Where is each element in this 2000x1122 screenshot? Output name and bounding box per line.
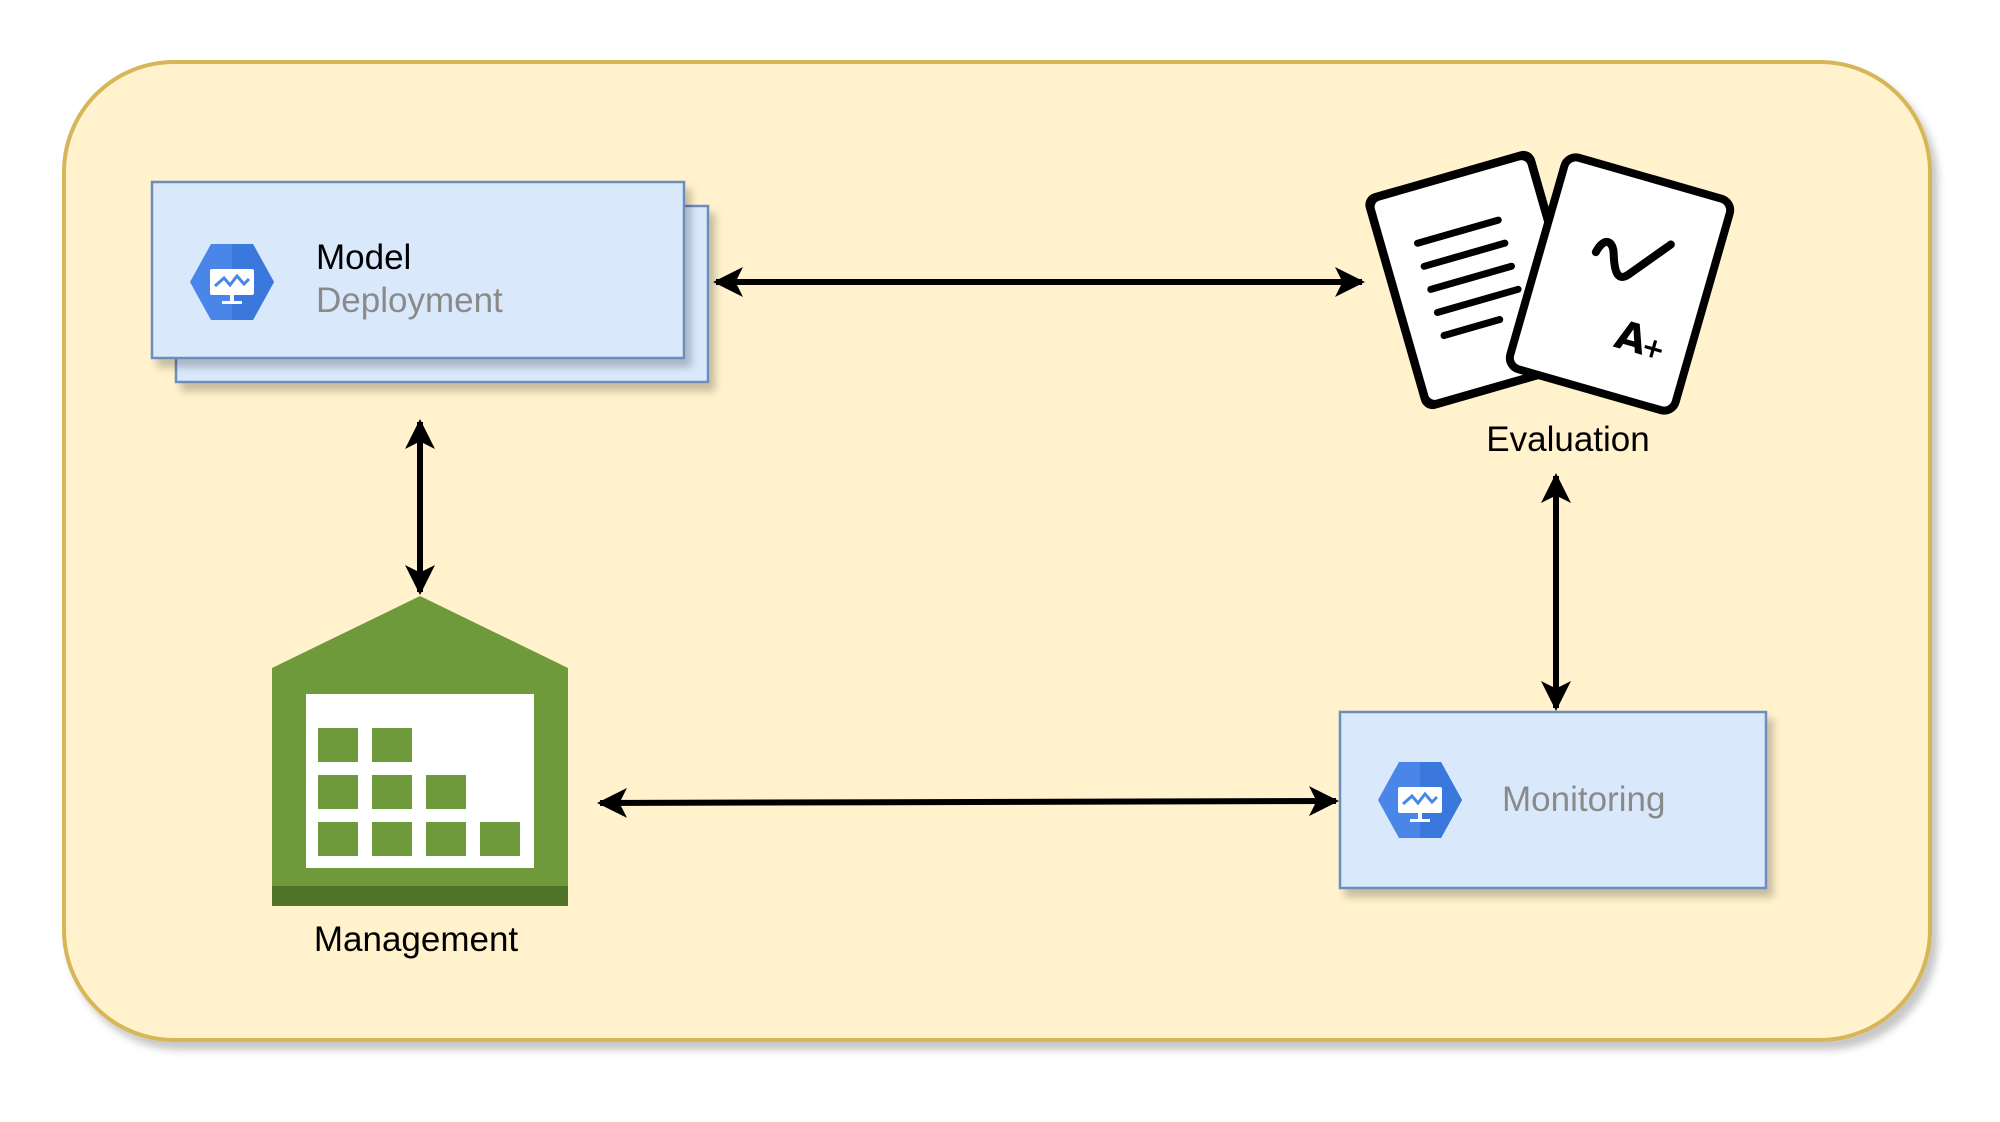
evaluation-label: Evaluation bbox=[1486, 420, 1650, 459]
management-node[interactable] bbox=[272, 596, 568, 906]
evaluation-documents-icon: A + bbox=[1365, 150, 1735, 415]
evaluation-node[interactable]: A + bbox=[1363, 148, 1735, 415]
edge-management-monitoring bbox=[597, 786, 1339, 818]
monitoring-gcp-icon bbox=[1378, 762, 1462, 838]
model-deployment-node[interactable] bbox=[150, 180, 710, 384]
management-label: Management bbox=[313, 920, 519, 959]
monitoring-node[interactable] bbox=[1338, 710, 1768, 890]
model-deployment-title: Model bbox=[316, 238, 412, 277]
warehouse-icon bbox=[272, 596, 568, 906]
model-deployment-gcp-icon bbox=[190, 244, 274, 320]
monitoring-label: Monitoring bbox=[1502, 780, 1666, 819]
model-deployment-subtitle: Deployment bbox=[316, 281, 503, 320]
